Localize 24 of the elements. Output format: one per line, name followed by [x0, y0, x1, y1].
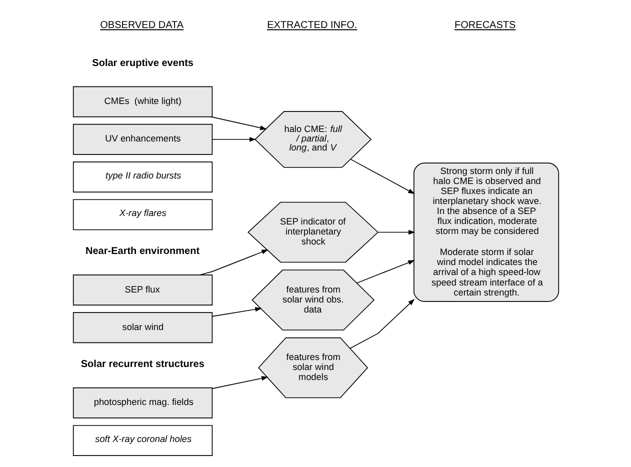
node-box: Strong storm only if full halo CME is observed and SEP fluxes indicate an interplanetary shock wave. In the absence of a SEP flux indication, moderate storm may be considered Moderate storm if solar wind model indicates the arrival of a high speed-low speed stream interface of a certain strength. — [413, 162, 559, 302]
node-box: solar wind — [72, 312, 212, 344]
arrow — [350, 158, 414, 194]
node-box: UV enhancements — [72, 124, 212, 155]
arrow — [199, 249, 268, 276]
node-box: CMEs (white light) — [72, 86, 212, 118]
label: FORECASTS — [454, 20, 516, 32]
arrow — [212, 376, 268, 389]
node-box: photospheric mag. fields — [72, 387, 212, 418]
node-box: soft X-ray coronal holes — [72, 425, 212, 456]
node-box: SEP flux — [72, 274, 212, 306]
arrow — [349, 298, 414, 349]
node-box: X-ray flares — [72, 199, 212, 230]
label: EXTRACTED INFO. — [266, 20, 357, 32]
label: OBSERVED DATA — [100, 20, 184, 32]
arrow — [212, 307, 262, 317]
arrow — [356, 260, 414, 284]
arrow — [212, 137, 256, 142]
arrow — [377, 230, 415, 235]
label: Near-Earth environment — [84, 246, 200, 258]
node-box: type II radio bursts — [72, 162, 212, 192]
label: Solar recurrent structures — [80, 359, 204, 370]
label: Solar eruptive events — [92, 58, 193, 69]
arrow — [210, 116, 266, 130]
